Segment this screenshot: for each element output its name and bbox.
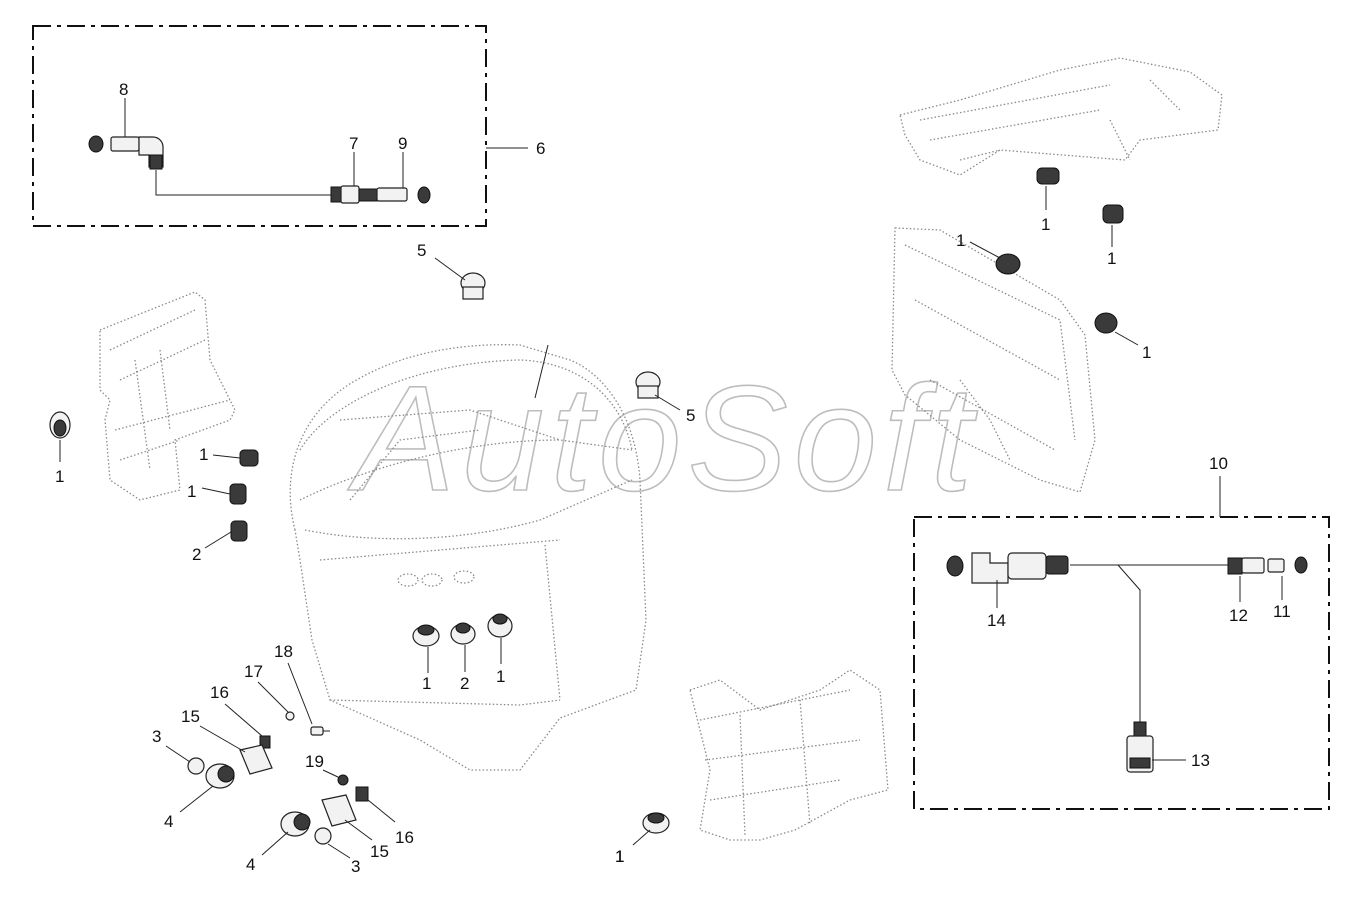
grommet-1-left-icon [49, 411, 71, 439]
bolt-18-icon [310, 726, 330, 736]
callout-label: 5 [417, 241, 426, 260]
callout-label: 1 [422, 674, 431, 693]
callout-label: 1 [615, 847, 624, 866]
connector-13-icon [1126, 721, 1154, 773]
callout-label: 8 [119, 80, 128, 99]
callout-label: 18 [274, 642, 293, 661]
cap-3-b-icon [314, 827, 332, 845]
callout-label: 16 [210, 683, 229, 702]
cap-3-a-icon [187, 757, 205, 775]
nut-19-icon [337, 774, 349, 786]
callout-label: 15 [370, 842, 389, 861]
callout-label: 1 [187, 482, 196, 501]
connector-4-a-icon [205, 763, 235, 789]
callout-label: 4 [164, 812, 173, 831]
callout-label: 5 [686, 406, 695, 425]
plug-1-body-b-icon [487, 613, 513, 638]
top-right-frame-outline [899, 57, 1223, 176]
callout-label: 2 [460, 674, 469, 693]
callout-label: 1 [1107, 249, 1116, 268]
callout-label: 16 [395, 828, 414, 847]
leader-lines [59, 186, 1139, 859]
callout-label: 3 [351, 857, 360, 876]
left-step-frame-outline [99, 291, 236, 501]
grommet-1-topframe-b-icon [1102, 204, 1124, 224]
grommet-1-bottom-icon [642, 812, 670, 834]
callout-label: 3 [152, 727, 161, 746]
connector-12-11-icon [1227, 556, 1308, 575]
callout-label: 1 [1041, 215, 1050, 234]
callout-label: 2 [192, 545, 201, 564]
callout-label: 1 [199, 445, 208, 464]
callout-label: 1 [1142, 343, 1151, 362]
callout-label: 13 [1191, 751, 1210, 770]
watermark-text: AutoSoft [347, 354, 978, 522]
callout-label: 1 [956, 231, 965, 250]
plug-5-right-icon [635, 371, 661, 399]
clip-16-b-icon [355, 786, 369, 802]
connector-8-icon [110, 136, 164, 170]
connector-cap-icon [88, 135, 104, 153]
callout-label: 14 [987, 611, 1006, 630]
right-step-frame-outline [689, 669, 889, 841]
callout-label: 4 [246, 855, 255, 874]
plug-1-body-a-icon [450, 622, 476, 645]
plug-2-body-icon [412, 624, 440, 647]
gasket-15-b-icon [321, 794, 357, 827]
callout-label: 15 [181, 707, 200, 726]
connector-14-icon [971, 552, 1069, 584]
callout-label: 1 [615, 847, 624, 866]
clip-16-a-icon [259, 735, 271, 749]
callout-label: 7 [349, 134, 358, 153]
callout-label: 12 [1229, 606, 1248, 625]
detail-box-10 [913, 476, 1330, 810]
grommet-2-frame-icon [230, 520, 248, 542]
callout-label: 9 [398, 134, 407, 153]
plug-5-top-icon [460, 272, 486, 300]
callout-label: 11 [1273, 602, 1291, 621]
callout-labels: 8 7 9 6 5 5 1 1 1 2 1 1 1 1 1 2 1 1 1 10… [55, 80, 1291, 876]
callout-label: 10 [1209, 454, 1228, 473]
detail-box-6 [32, 25, 528, 227]
connector-7-9-icon [330, 185, 431, 204]
callout-label: 1 [55, 467, 64, 486]
right-door-panel-outline [891, 227, 1096, 493]
connector-4-b-icon [280, 811, 311, 837]
grommet-1-door-b-icon [1094, 312, 1118, 334]
washer-17-icon [285, 711, 295, 721]
grommet-1-frame-b-icon [229, 483, 247, 505]
callout-label: 19 [305, 752, 324, 771]
gasket-15-a-icon [239, 744, 273, 775]
grommet-1-frame-a-icon [239, 449, 259, 467]
connector-cap-icon [946, 555, 964, 577]
callout-label: 1 [496, 667, 505, 686]
hood-body-outline [289, 344, 647, 771]
callout-label: 6 [536, 139, 545, 158]
grommet-1-door-a-icon [995, 253, 1021, 275]
callout-label: 17 [244, 662, 263, 681]
grommet-1-topframe-a-icon [1036, 167, 1060, 185]
